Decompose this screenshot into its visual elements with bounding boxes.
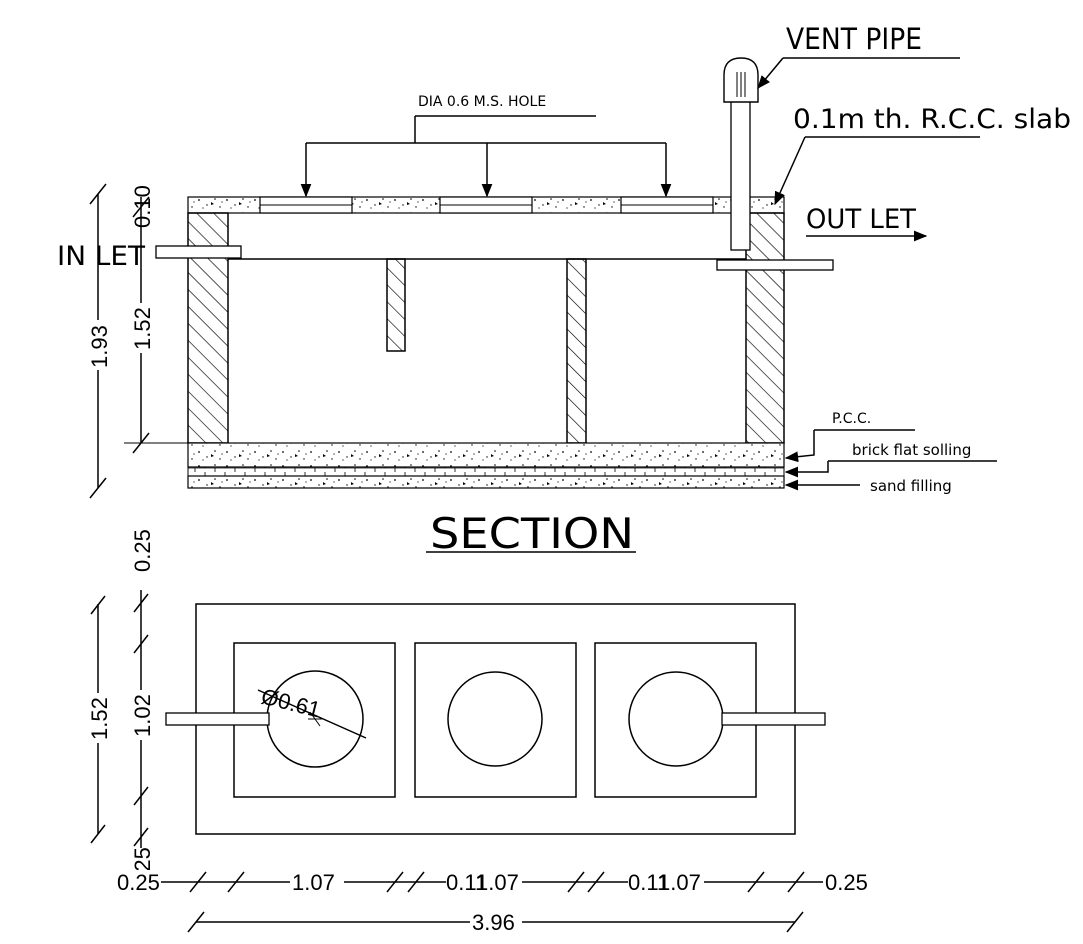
dim-left-wall: 0.25 [117,870,160,895]
dim-inner-width: 1.02 [130,694,155,737]
plan-view: Ø0.61 0.25 1.52 1.02 0.25 [85,529,869,935]
chamber-2 [414,642,577,798]
inlet-pipe [155,245,242,259]
plan-outlet-pipe [721,712,826,726]
section-view: DIA 0.6 M.S. HOLE VENT PIPE 0.1m th. R.C… [57,22,1071,558]
manhole-2 [447,671,543,767]
plan-inlet-pipe [165,712,270,726]
outlet-pipe [716,259,834,271]
section-dimensions [85,183,188,499]
dim-right-wall: 0.25 [825,870,868,895]
manhole-3 [628,671,724,767]
inlet-label: IN LET [57,241,146,272]
dim-top-margin: 0.25 [130,529,155,572]
vent-pipe-label: VENT PIPE [786,22,922,56]
sand-layer [187,475,785,489]
section-title: SECTION [430,509,634,558]
dim-total-length: 3.96 [472,910,515,935]
plan-dimensions-horizontal [115,870,869,934]
slab-label: 0.1m th. R.C.C. slab [793,104,1071,135]
brick-layer [187,466,785,477]
dim-partition-2: 0.11 [628,870,669,895]
dim-chamber-1: 1.07 [292,870,335,895]
outlet-label: OUT LET [806,204,916,235]
pcc-label: P.C.C. [832,411,871,427]
hole-label: DIA 0.6 M.S. HOLE [418,94,546,110]
dim-slab-thickness: 0.10 [130,185,155,228]
brick-label: brick flat solling [852,441,971,459]
pcc-layer [187,442,785,468]
baffle-wall [386,258,406,352]
plan-outer-wall [195,603,796,835]
dim-total-height: 1.93 [87,325,112,368]
dim-inner-height: 1.52 [130,307,155,350]
right-wall [745,212,785,444]
vent-pipe [723,57,759,251]
dim-partition-1: 0.11 [446,870,487,895]
dim-chamber-2: 1.07 [476,870,519,895]
partition-wall [566,258,587,444]
dim-chamber-3: 1.07 [658,870,701,895]
sand-label: sand filling [870,477,952,495]
dim-outer-width: 1.52 [87,697,112,740]
hole-leader [300,115,672,198]
